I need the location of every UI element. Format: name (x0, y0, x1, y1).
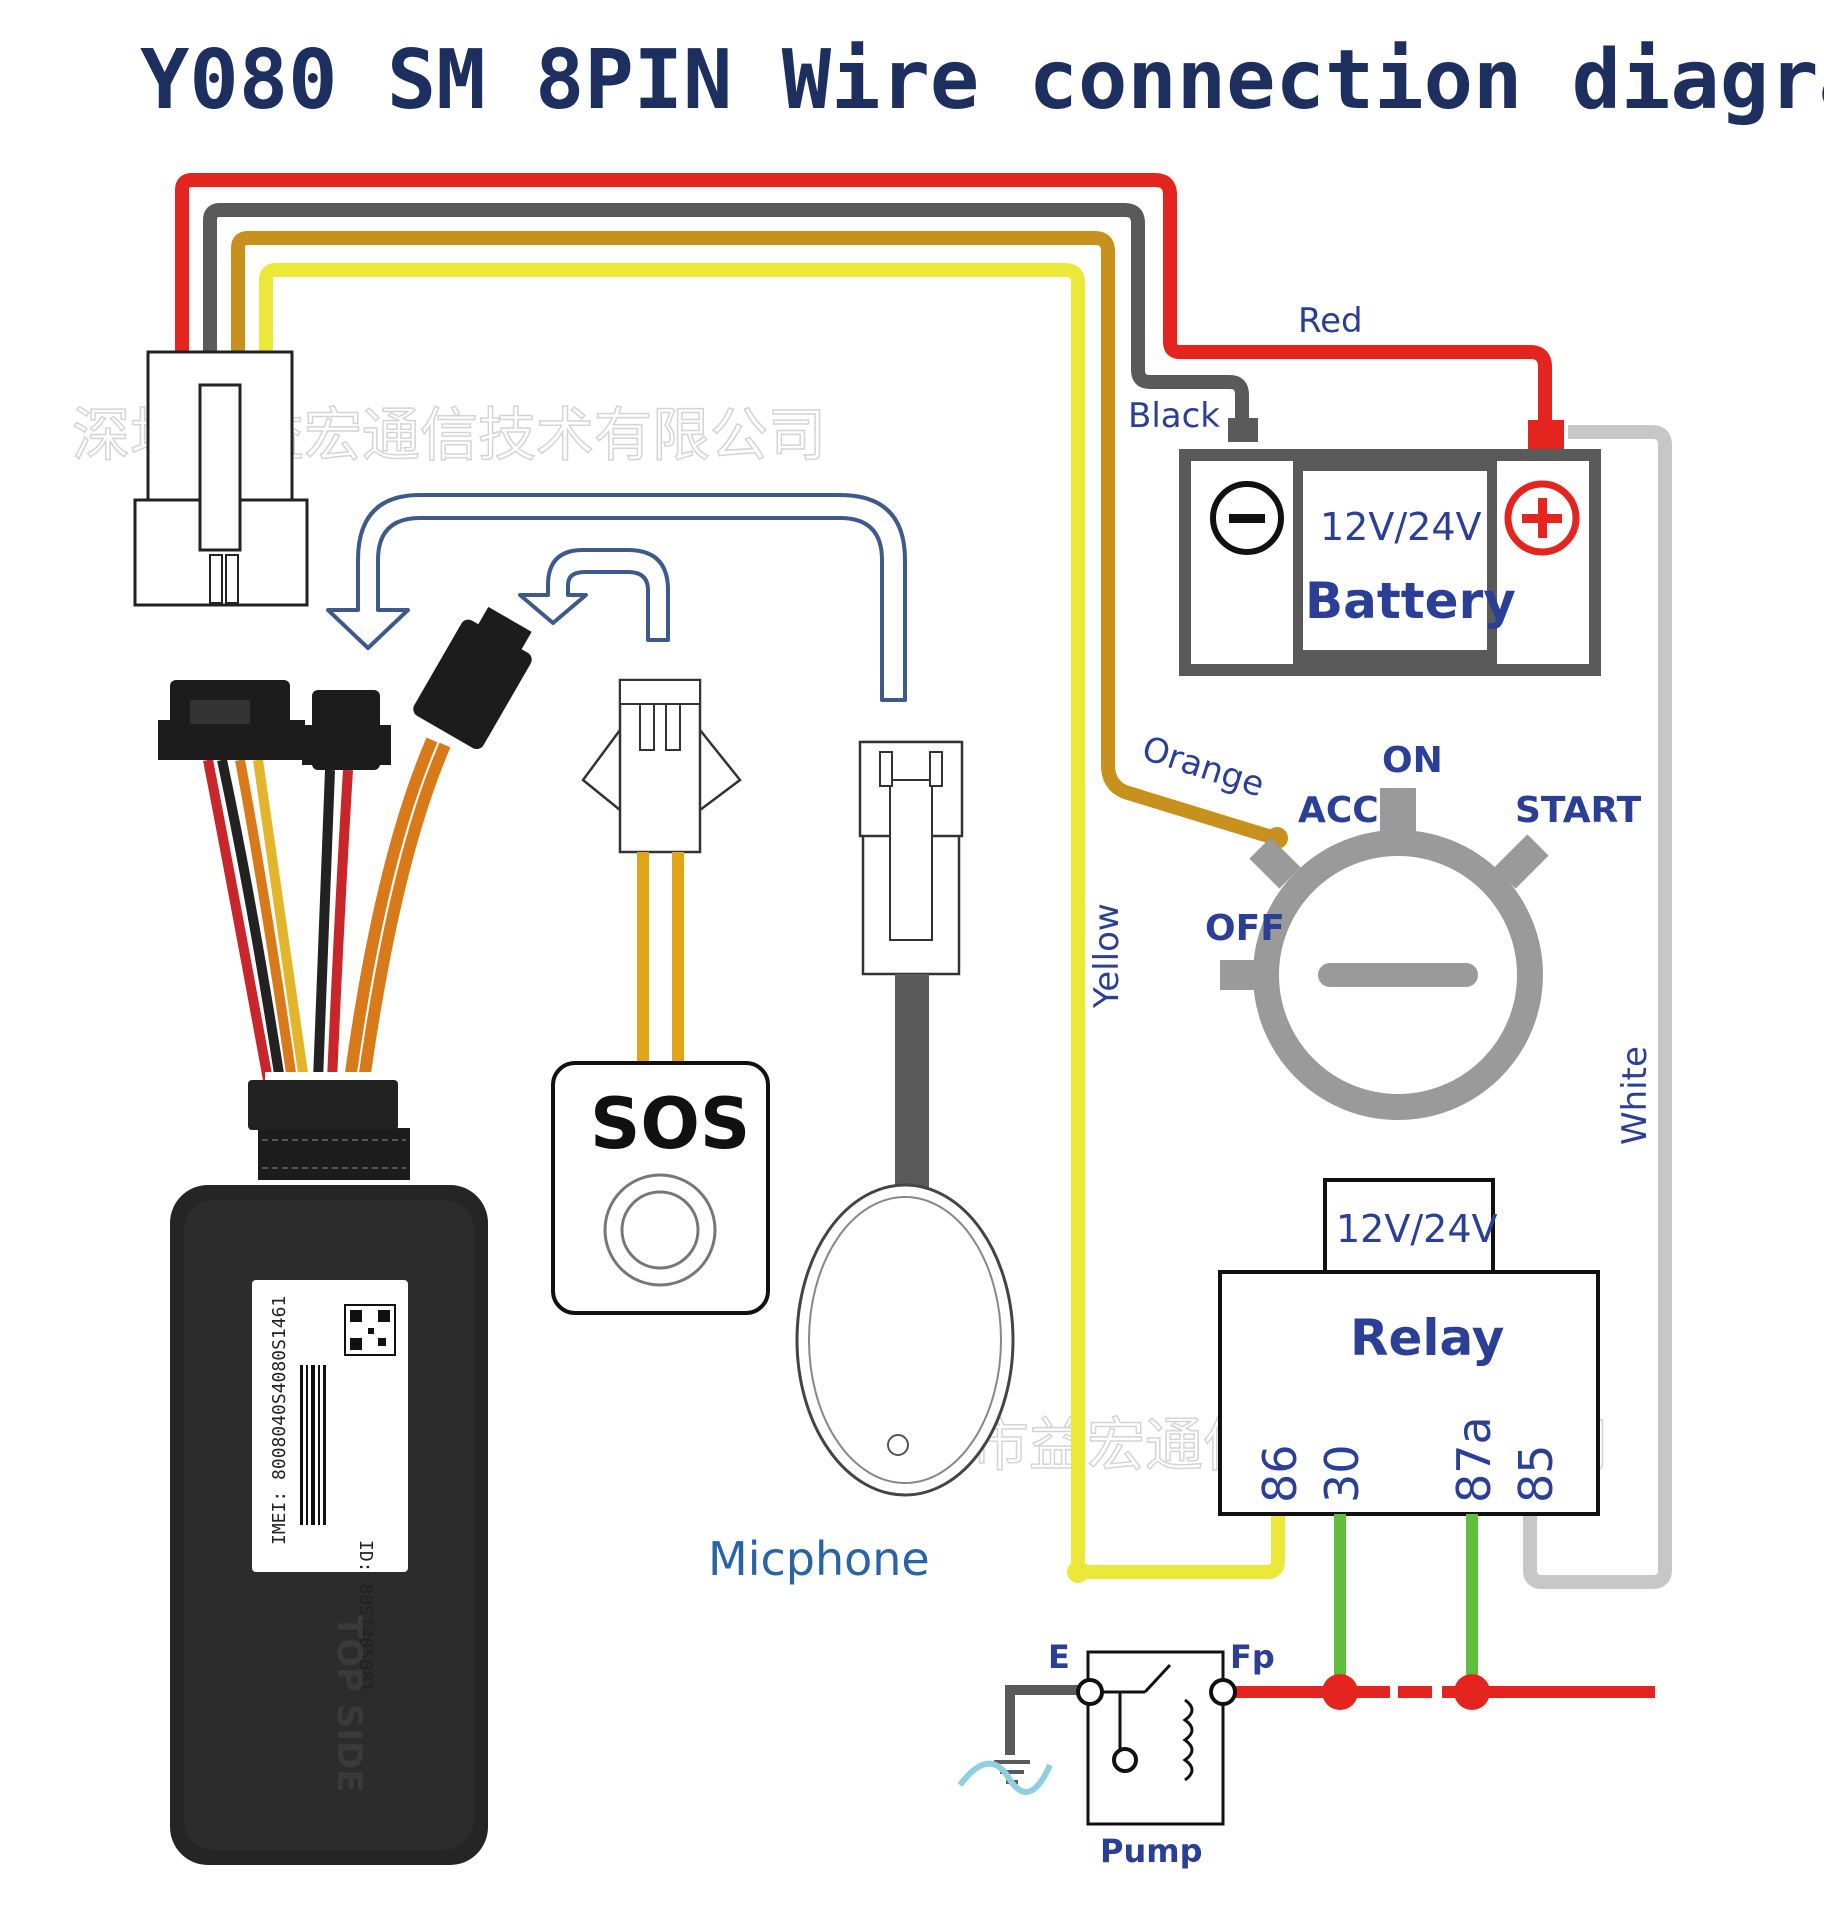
mic-arrow (326, 493, 907, 702)
white-wire (1523, 425, 1672, 1589)
white-label: White (1615, 1046, 1655, 1145)
harness-connector (133, 350, 309, 607)
ignition-switch: OFF ACC ON START (1205, 740, 1642, 1120)
device-imei: IMEI: 8008040S4080S1461 (269, 1296, 290, 1545)
diagram-title: Y080 SM 8PIN Wire connection diagram (140, 33, 1824, 128)
pump-label: Pump (1100, 1832, 1202, 1870)
yellow-label: Yellow (1087, 903, 1127, 1009)
barcode (300, 1365, 326, 1525)
ignition-off-label: OFF (1205, 908, 1285, 949)
tracker-connector-middle (302, 690, 391, 770)
pump-fp-label: Fp (1230, 1638, 1275, 1676)
yellow-wire (259, 263, 1285, 1579)
sos-arrow (518, 548, 670, 642)
device-case-text: TOP SIDE (329, 1615, 369, 1792)
sos-connector (581, 678, 742, 854)
tracker-harness (158, 606, 532, 1081)
tracker-connector-left (158, 680, 305, 760)
pump-e-label: E (1048, 1638, 1070, 1676)
microphone: Micphone (708, 740, 1015, 1586)
relay-pin-30: 30 (1315, 1444, 1369, 1503)
ignition-start-label: START (1515, 790, 1642, 831)
battery: 12V/24V Battery (1179, 418, 1601, 676)
relay-label: Relay (1350, 1309, 1504, 1367)
black-label: Black (1128, 396, 1220, 436)
relay-pin-85: 85 (1509, 1444, 1563, 1503)
relay: 12V/24V Relay 86 30 87a 85 (1218, 1178, 1600, 1516)
battery-label: Battery (1305, 572, 1516, 630)
microphone-label: Micphone (708, 1532, 930, 1586)
pump-junction-87a (1454, 1674, 1490, 1710)
pump: E Fp Pump (957, 1638, 1275, 1870)
relay-pin-86: 86 (1253, 1444, 1307, 1503)
battery-voltage: 12V/24V (1320, 505, 1482, 549)
sos-button: SOS (551, 1061, 770, 1315)
device-id: ID: 80S1405081 (355, 1540, 376, 1692)
orange-label: Orange (1137, 729, 1269, 806)
orange-wire (231, 231, 1278, 845)
sos-label: SOS (590, 1083, 750, 1165)
red-wire (175, 173, 1552, 430)
tracker-connector-right (413, 606, 532, 750)
relay-voltage: 12V/24V (1336, 1207, 1498, 1251)
ignition-acc-label: ACC (1298, 790, 1379, 831)
tracker-device: IMEI: 8008040S4080S1461 ID: 80S1405081 T… (170, 1080, 488, 1865)
pump-junction-30 (1322, 1674, 1358, 1710)
ignition-on-label: ON (1382, 740, 1443, 781)
yellow-wire-dot (1067, 1561, 1089, 1583)
relay-pin-87a: 87a (1447, 1416, 1501, 1503)
qr-code (344, 1304, 396, 1356)
red-label: Red (1298, 301, 1363, 341)
black-wire (203, 203, 1249, 440)
